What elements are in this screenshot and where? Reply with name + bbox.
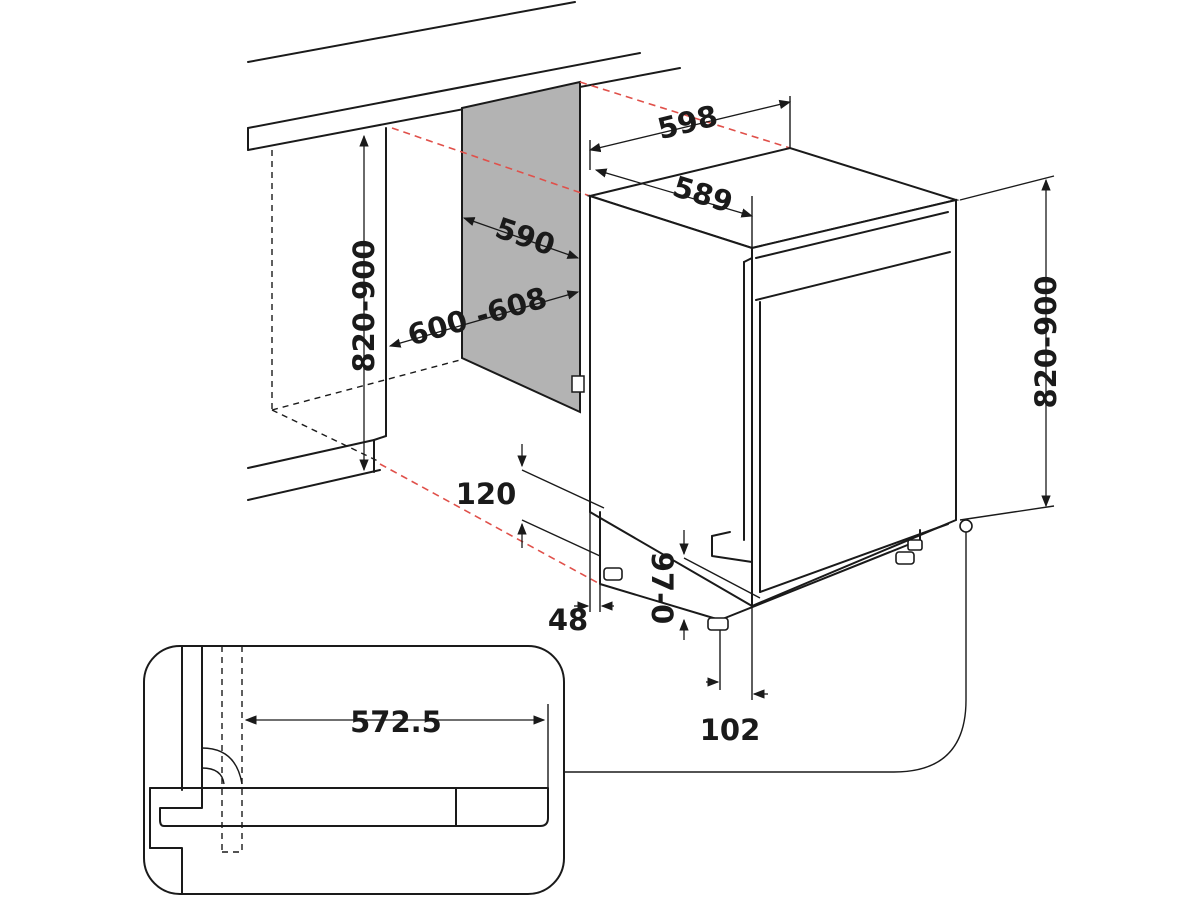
dimension-lines (359, 96, 1055, 773)
label-door-offset: 102 (700, 713, 761, 747)
label-appliance-height: 820-900 (1029, 275, 1063, 408)
label-top-width: 598 (654, 98, 721, 146)
label-niche-height: 820-900 (347, 239, 381, 372)
label-plinth-height: 120 (456, 477, 517, 511)
detail-inset (143, 645, 565, 895)
label-feet-adjust: 97-0 (645, 552, 679, 625)
label-detail-depth: 572.5 (350, 705, 442, 739)
label-plinth-setback: 48 (548, 603, 588, 637)
